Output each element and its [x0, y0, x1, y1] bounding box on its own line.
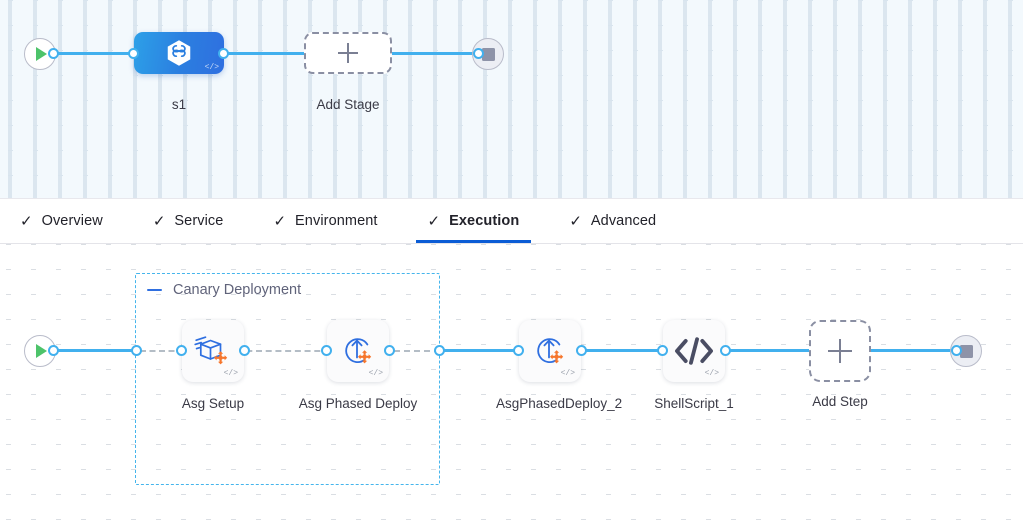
port-group-in[interactable]: [131, 345, 142, 356]
step-node-asg-phased-deploy[interactable]: </>: [327, 320, 389, 382]
port-step1-in[interactable]: [176, 345, 187, 356]
tab-label: Service: [174, 213, 224, 229]
step-code-badge: </>: [560, 369, 575, 378]
canvas-dot-grid: [0, 244, 1023, 521]
wire-step1-to-step2: [188, 350, 330, 352]
stage-canvas[interactable]: </> s1 Add Stage: [0, 0, 1023, 198]
wire-addstage-to-end: [390, 52, 480, 55]
wire-group-in-to-step1: [140, 350, 184, 352]
tab-label: Advanced: [590, 213, 657, 229]
execution-steps-canvas[interactable]: Canary Deployment: [0, 244, 1023, 521]
port-step4-out[interactable]: [720, 345, 731, 356]
check-icon: ✓: [569, 212, 582, 230]
step-label-asg-setup: Asg Setup: [181, 396, 245, 411]
step-label-asg-phased-deploy: Asg Phased Deploy: [298, 396, 418, 411]
step-code-badge: </>: [368, 369, 383, 378]
add-step-button[interactable]: [809, 320, 871, 382]
stop-icon: [481, 47, 495, 61]
add-stage-label: Add Stage: [316, 97, 380, 112]
port-start-out[interactable]: [48, 48, 59, 59]
plus-icon: [338, 43, 358, 63]
arrow-circle-icon: [537, 338, 564, 364]
check-icon: ✓: [427, 212, 441, 230]
port-step3-in[interactable]: [513, 345, 524, 356]
tab-label: Overview: [41, 213, 103, 229]
stage-node-s1[interactable]: </>: [134, 32, 224, 74]
wire-group-to-step3: [438, 349, 524, 352]
check-icon: ✓: [20, 212, 33, 230]
stop-icon: [959, 344, 973, 358]
port-stage-out[interactable]: [218, 48, 229, 59]
play-icon: [36, 47, 47, 61]
check-icon: ✓: [152, 212, 166, 230]
stage-label: s1: [171, 97, 187, 112]
port-exec-end-in[interactable]: [951, 345, 962, 356]
check-icon: ✓: [273, 212, 287, 230]
step-node-asg-setup[interactable]: </>: [182, 320, 244, 382]
port-stage-in[interactable]: [128, 48, 139, 59]
wire-addstep-to-end: [870, 349, 958, 352]
step-label-asg-phased-deploy-2: AsgPhasedDeploy_2: [496, 396, 623, 411]
tab-environment[interactable]: ✓ Environment: [271, 199, 379, 243]
tab-execution[interactable]: ✓ Execution: [415, 199, 532, 243]
wire-step3-to-step4: [586, 349, 668, 352]
wire-start-to-stage: [52, 52, 140, 55]
add-stage-button[interactable]: [304, 32, 392, 74]
cube-motion-icon: [194, 336, 228, 365]
port-exec-start-out[interactable]: [48, 345, 59, 356]
port-group-out[interactable]: [434, 345, 445, 356]
step-node-shellscript-1[interactable]: </>: [663, 320, 725, 382]
tab-overview[interactable]: ✓ Overview: [18, 199, 105, 243]
port-step3-out[interactable]: [576, 345, 587, 356]
minus-icon[interactable]: [147, 288, 162, 292]
step-code-badge: </>: [704, 369, 719, 378]
step-group-header[interactable]: Canary Deployment: [147, 282, 301, 298]
port-step2-out[interactable]: [384, 345, 395, 356]
wire-stage-to-addstage: [218, 52, 308, 55]
step-node-asg-phased-deploy-2[interactable]: </>: [519, 320, 581, 382]
step-group-canary-deployment[interactable]: [135, 273, 440, 485]
pipeline-end-node[interactable]: [472, 38, 504, 70]
code-brackets-icon: [675, 337, 713, 365]
port-step4-in[interactable]: [657, 345, 668, 356]
tab-label: Execution: [449, 213, 520, 229]
play-icon: [36, 344, 47, 358]
wire-step4-to-addstep: [728, 349, 810, 352]
tab-advanced[interactable]: ✓ Advanced: [567, 199, 658, 243]
tab-label: Environment: [295, 213, 378, 229]
stage-code-badge: </>: [204, 63, 219, 72]
step-code-badge: </>: [223, 369, 238, 378]
step-label-shellscript-1: ShellScript_1: [654, 396, 734, 411]
harness-hexagon-icon: [167, 40, 191, 66]
port-end-in[interactable]: [473, 48, 484, 59]
arrow-circle-icon: [345, 338, 372, 364]
wire-start-to-group: [52, 349, 138, 352]
plus-icon: [828, 339, 852, 363]
step-group-title: Canary Deployment: [173, 282, 302, 298]
port-step2-in[interactable]: [321, 345, 332, 356]
add-step-label: Add Step: [812, 394, 868, 409]
stage-config-tabs: ✓ Overview ✓ Service ✓ Environment ✓ Exe…: [0, 198, 1023, 244]
tab-service[interactable]: ✓ Service: [151, 199, 226, 243]
port-step1-out[interactable]: [239, 345, 250, 356]
